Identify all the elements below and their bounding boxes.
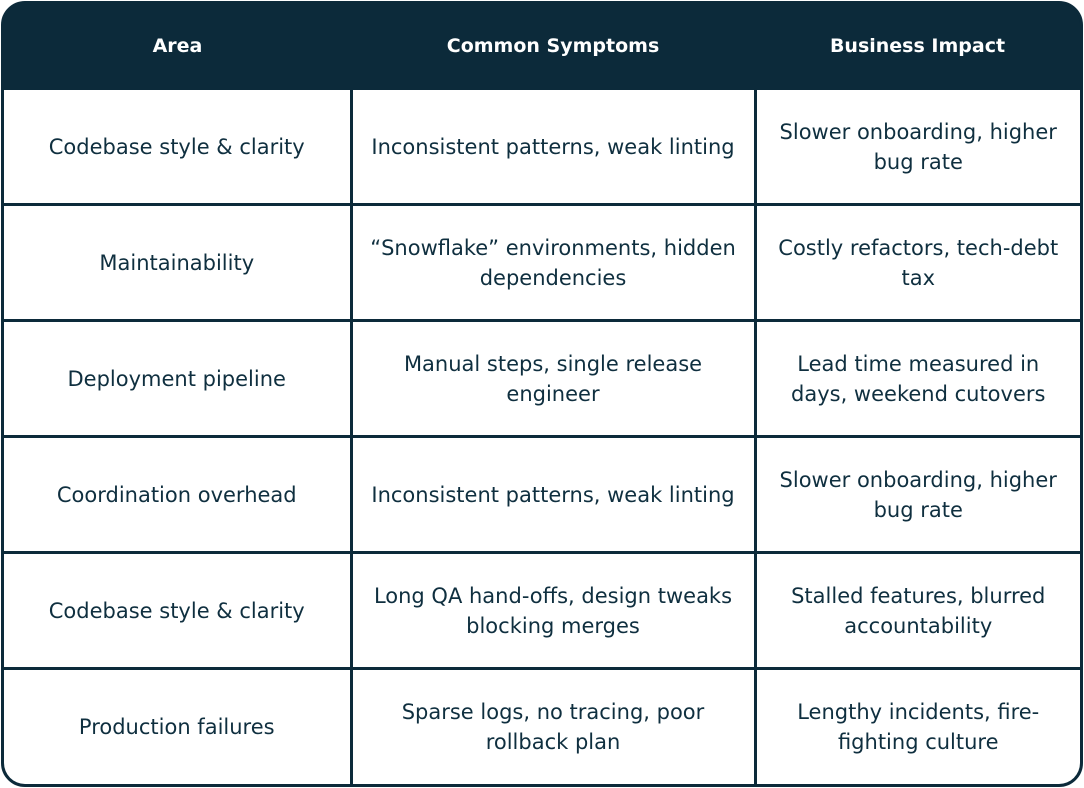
cell-impact: Costly refactors, tech-debt tax xyxy=(753,203,1080,321)
cell-impact: Slower onboarding, higher bug rate xyxy=(753,435,1080,553)
cell-area: Codebase style & clarity xyxy=(4,87,351,205)
cell-symptoms: Inconsistent patterns, weak linting xyxy=(349,435,755,553)
cell-symptoms: “Snowflake” environments, hidden depende… xyxy=(349,203,755,321)
header-common-symptoms: Common Symptoms xyxy=(351,4,755,89)
table-row: Coordination overhead Inconsistent patte… xyxy=(4,435,1080,553)
cell-area: Maintainability xyxy=(4,203,351,321)
header-business-impact: Business Impact xyxy=(755,4,1080,89)
cell-area: Deployment pipeline xyxy=(4,319,351,437)
table-row: Deployment pipeline Manual steps, single… xyxy=(4,319,1080,437)
comparison-table: Area Common Symptoms Business Impact Cod… xyxy=(4,4,1080,784)
cell-impact: Stalled features, blurred accountability xyxy=(753,551,1080,669)
table-header: Area Common Symptoms Business Impact xyxy=(4,4,1080,89)
cell-symptoms: Inconsistent patterns, weak linting xyxy=(349,87,755,205)
cell-symptoms: Sparse logs, no tracing, poor rollback p… xyxy=(349,667,755,784)
table-body: Codebase style & clarity Inconsistent pa… xyxy=(4,87,1080,784)
cell-impact: Slower onboarding, higher bug rate xyxy=(753,87,1080,205)
cell-area: Production failures xyxy=(4,667,351,784)
cell-impact: Lengthy incidents, fire-fighting culture xyxy=(753,667,1080,784)
header-area: Area xyxy=(4,4,351,89)
table-row: Maintainability “Snowflake” environments… xyxy=(4,203,1080,321)
table-row: Production failures Sparse logs, no trac… xyxy=(4,667,1080,784)
cell-symptoms: Long QA hand-offs, design tweaks blockin… xyxy=(349,551,755,669)
table-row: Codebase style & clarity Inconsistent pa… xyxy=(4,87,1080,205)
cell-area: Codebase style & clarity xyxy=(4,551,351,669)
cell-symptoms: Manual steps, single release engineer xyxy=(349,319,755,437)
cell-impact: Lead time measured in days, weekend cuto… xyxy=(753,319,1080,437)
table-row: Codebase style & clarity Long QA hand-of… xyxy=(4,551,1080,669)
cell-area: Coordination overhead xyxy=(4,435,351,553)
header-row: Area Common Symptoms Business Impact xyxy=(4,4,1080,89)
